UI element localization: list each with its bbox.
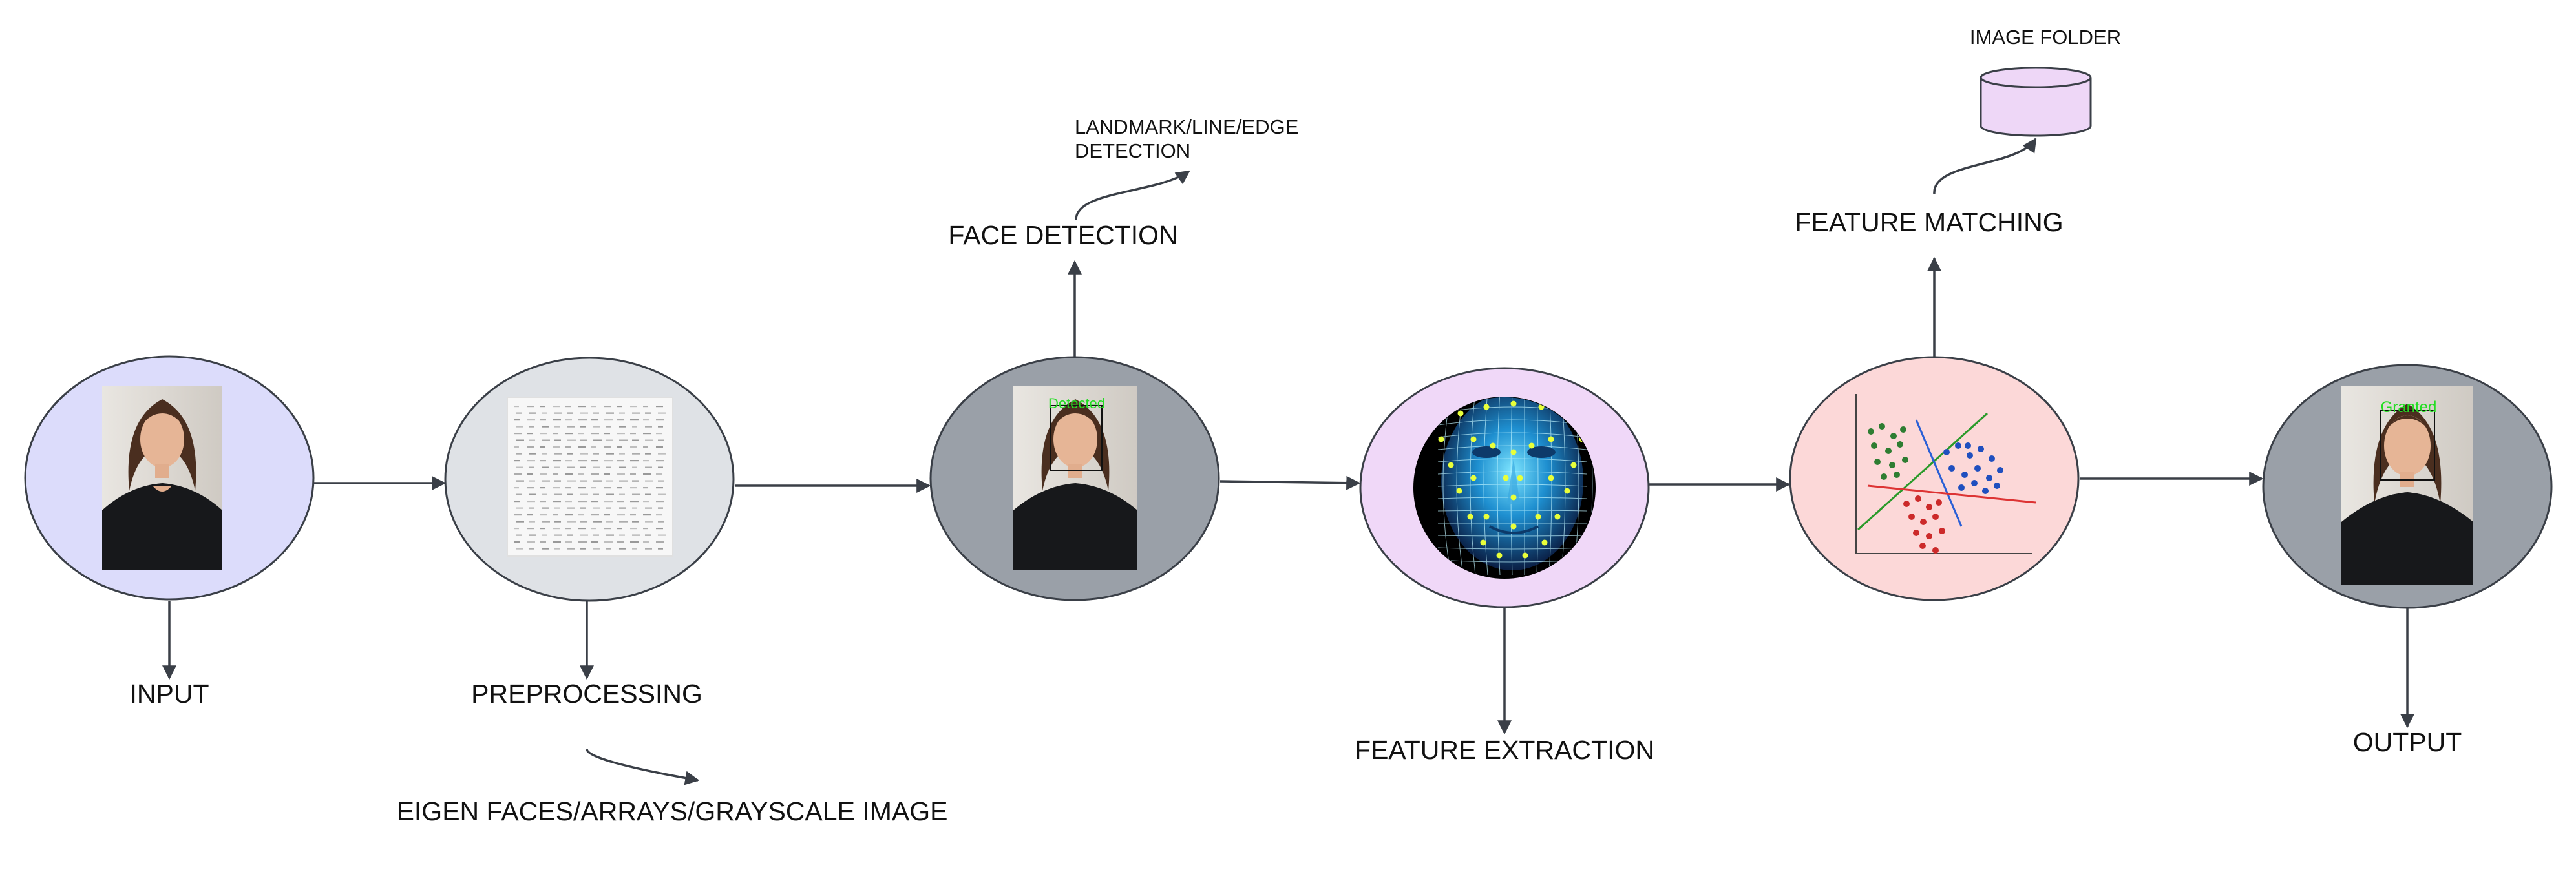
- arrow-detection-to-landmark: [1075, 170, 1190, 220]
- granted-box: [2380, 410, 2435, 481]
- label-landmark-line2: DETECTION: [1075, 140, 1190, 162]
- image-folder-database: [1980, 67, 2092, 137]
- label-input: INPUT: [130, 679, 209, 709]
- label-landmark-line1: LANDMARK/LINE/EDGE: [1075, 116, 1298, 138]
- detection-node: Detected: [929, 356, 1220, 601]
- output-photo: [2341, 386, 2473, 585]
- detection-box: [1050, 405, 1103, 471]
- preprocessing-node: [444, 357, 735, 602]
- label-face-detection: FACE DETECTION: [948, 220, 1177, 250]
- array-matrix-image: [507, 397, 673, 557]
- detection-photo: [1013, 386, 1137, 570]
- input-node: [24, 355, 315, 601]
- label-eigen: EIGEN FACES/ARRAYS/GRAYSCALE IMAGE: [397, 796, 948, 826]
- arrow-detection-to-extraction: [1219, 475, 1361, 490]
- scatter-plot-image: [1855, 394, 2036, 554]
- connectors: [162, 138, 2414, 785]
- arrow-matching-to-folder: [1933, 138, 2037, 194]
- label-image-folder: IMAGE FOLDER: [1970, 26, 2121, 48]
- input-photo: [102, 386, 222, 570]
- label-preprocessing: PREPROCESSING: [471, 679, 702, 709]
- label-feature-matching: FEATURE MATCHING: [1795, 207, 2063, 237]
- arrow-preprocessing-to-eigen: [586, 749, 700, 785]
- matching-ellipse: [1789, 356, 2080, 601]
- array-matrix-text: [514, 406, 666, 550]
- extraction-node: [1359, 367, 1650, 608]
- label-feature-extraction: FEATURE EXTRACTION: [1355, 735, 1654, 765]
- granted-overlay-text: Granted: [2381, 399, 2437, 416]
- label-output: OUTPUT: [2353, 727, 2462, 757]
- matching-node: [1789, 356, 2080, 601]
- output-node: Granted: [2262, 364, 2553, 609]
- detected-overlay-text: Detected: [1048, 395, 1105, 411]
